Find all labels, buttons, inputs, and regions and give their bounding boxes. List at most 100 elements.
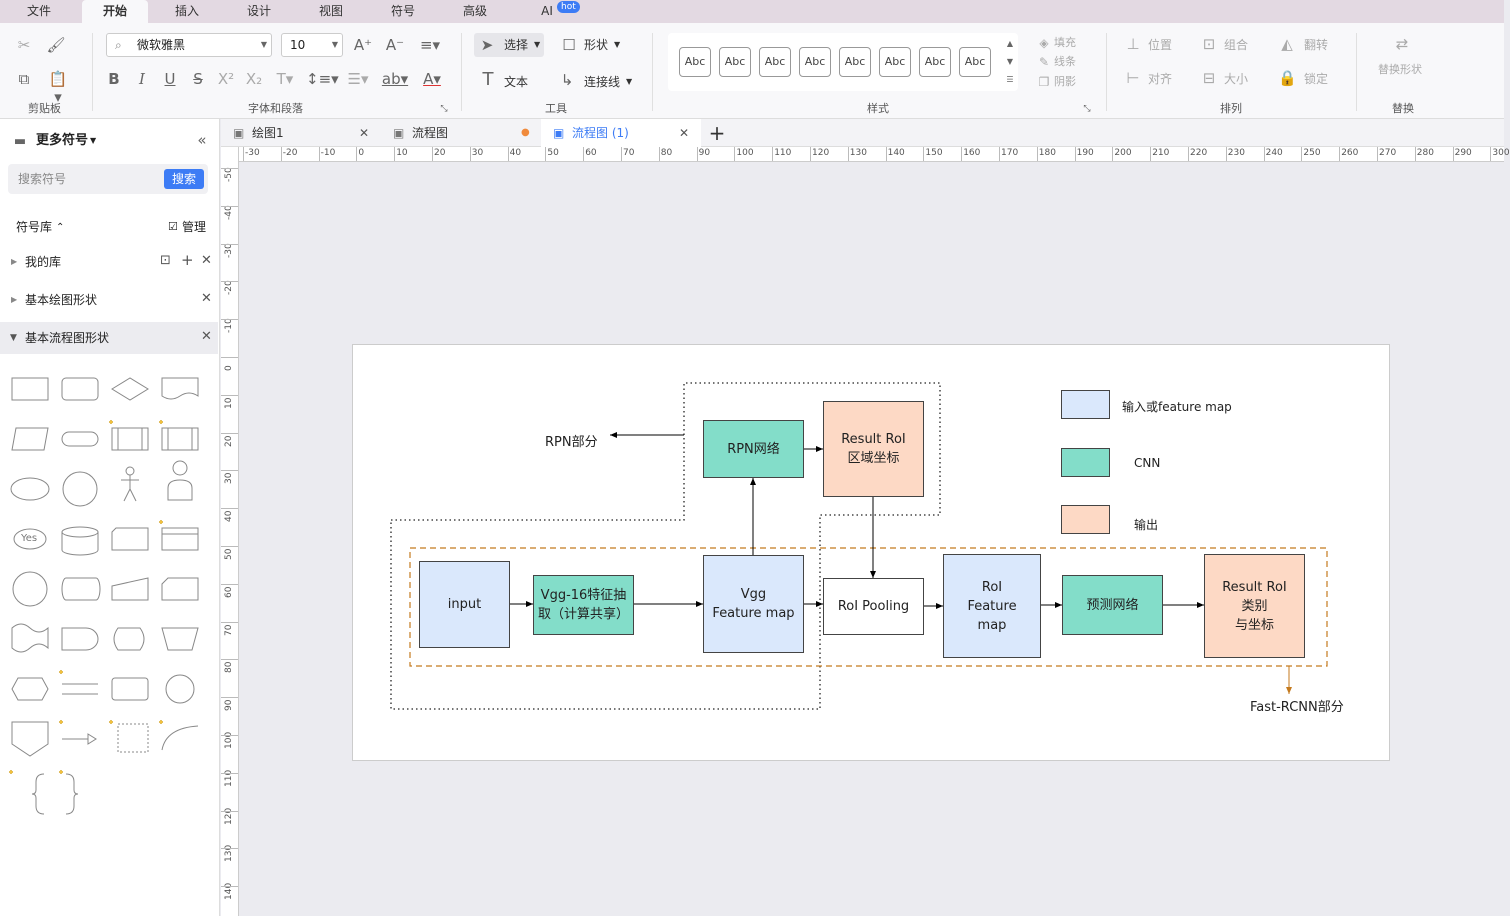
italic-icon[interactable]: I	[139, 70, 145, 88]
library-item-basic-flowchart[interactable]: 基本流程图形状	[25, 331, 110, 345]
doc-tab-flowchart-1[interactable]: ▣ 流程图 (1) ✕	[541, 119, 701, 147]
close-icon[interactable]: ✕	[201, 253, 212, 268]
list-icon[interactable]: ☰▾	[347, 70, 369, 88]
style-preset[interactable]: Abc	[959, 47, 991, 77]
bold-icon[interactable]: B	[108, 70, 120, 88]
shape-palette[interactable]	[0, 364, 218, 815]
cut-icon[interactable]: ✂	[17, 36, 31, 54]
text-tool[interactable]: T 文本	[478, 69, 538, 93]
sidebar-title[interactable]: 更多符号	[36, 133, 89, 148]
select-tool[interactable]: ➤ 选择 ▼	[474, 33, 544, 57]
search-button[interactable]: 搜索	[164, 169, 204, 189]
shape-tool[interactable]: ☐ 形状 ▼	[558, 33, 628, 57]
format-painter-icon[interactable]: 🖌	[46, 36, 66, 54]
underline-icon[interactable]: U	[164, 70, 176, 88]
node-vgg-feature-map[interactable]: Vgg Feature map	[703, 555, 804, 653]
manage-icon[interactable]: ☑	[168, 220, 178, 233]
font-grow-icon[interactable]: A⁺	[353, 36, 373, 54]
doc-tab-drawing1[interactable]: ▣ 绘图1 ✕	[221, 119, 381, 147]
font-family-select[interactable]: ⌕ 微软雅黑 ▼	[106, 33, 272, 57]
legend-swatch-cnn[interactable]	[1061, 448, 1110, 477]
menu-tab-view[interactable]: 视图	[318, 4, 343, 18]
collapse-icon[interactable]: «	[197, 131, 207, 149]
close-icon[interactable]: ✕	[201, 329, 212, 344]
menu-tab-advanced[interactable]: 高级	[462, 4, 487, 18]
add-icon[interactable]: +	[181, 251, 194, 269]
expand-corner-icon[interactable]: ⤡	[440, 104, 448, 114]
style-preset[interactable]: Abc	[679, 47, 711, 77]
label-fast-rcnn-part[interactable]: Fast-RCNN部分	[1250, 700, 1344, 715]
strikethrough-icon[interactable]: S	[193, 70, 203, 88]
menu-tab-symbol[interactable]: 符号	[390, 4, 415, 18]
close-icon[interactable]: ✕	[359, 126, 370, 140]
close-icon[interactable]: ✕	[201, 291, 212, 306]
flip-button[interactable]: ◭ 翻转	[1278, 35, 1342, 55]
export-icon[interactable]: ⊡	[160, 253, 171, 268]
node-roi-feature-map[interactable]: RoI Feature map	[943, 554, 1041, 658]
node-predict-network[interactable]: 预测网络	[1062, 575, 1163, 635]
line-spacing-icon[interactable]: ↕≡▾	[306, 70, 339, 88]
library-item-basic-flowchart-row[interactable]	[0, 322, 218, 354]
node-input[interactable]: input	[419, 561, 510, 648]
connector-tool[interactable]: ↳ 连接线 ▼	[556, 69, 636, 93]
manage-link[interactable]: 管理	[182, 220, 207, 234]
menu-tab-design[interactable]: 设计	[246, 4, 271, 18]
close-icon[interactable]: ✕	[679, 126, 690, 140]
subscript-icon[interactable]: X₂	[245, 70, 263, 88]
font-size-select[interactable]: 10 ▼	[281, 33, 343, 57]
legend-label-cnn[interactable]: CNN	[1134, 456, 1161, 470]
scroll-up-icon[interactable]: ▲	[1006, 39, 1014, 48]
style-preset[interactable]: Abc	[919, 47, 951, 77]
position-button[interactable]: ⊥ 位置	[1124, 35, 1188, 55]
node-rpn[interactable]: RPN网络	[703, 420, 804, 478]
line-button[interactable]: ✎ 线条	[1036, 53, 1096, 71]
legend-label-input[interactable]: 输入或feature map	[1122, 400, 1232, 414]
font-shrink-icon[interactable]: A⁻	[385, 36, 405, 54]
legend-swatch-input[interactable]	[1061, 390, 1110, 419]
legend-label-output[interactable]: 输出	[1134, 518, 1159, 532]
fill-button[interactable]: ◈ 填充	[1036, 34, 1096, 52]
caret-down-icon[interactable]: ▼	[10, 333, 17, 343]
paste-icon[interactable]: 📋▾	[48, 70, 68, 106]
size-button[interactable]: ⊟ 大小	[1200, 69, 1264, 89]
style-preset[interactable]: Abc	[879, 47, 911, 77]
ruler-tick	[1263, 147, 1265, 161]
superscript-icon[interactable]: X²	[217, 70, 235, 88]
menu-tab-file[interactable]: 文件	[26, 4, 51, 18]
group-button[interactable]: ⊡ 组合	[1200, 35, 1264, 55]
new-tab-button[interactable]: +	[708, 121, 726, 145]
caret-right-icon[interactable]: ▶	[11, 295, 18, 304]
library-item-my[interactable]: 我的库	[25, 255, 62, 269]
font-color-icon[interactable]: A▾	[423, 70, 441, 88]
node-roi-pooling[interactable]: RoI Pooling	[823, 578, 924, 635]
copy-icon[interactable]: ⧉	[18, 70, 30, 88]
library-header[interactable]: 符号库	[16, 220, 53, 234]
align-button[interactable]: ⊢ 对齐	[1124, 69, 1188, 89]
text-case-icon[interactable]: T▾	[276, 70, 294, 88]
style-preset[interactable]: Abc	[759, 47, 791, 77]
style-preset[interactable]: Abc	[799, 47, 831, 77]
doc-tab-flowchart[interactable]: ▣ 流程图 ●	[381, 119, 541, 147]
shadow-button[interactable]: ❐ 阴影	[1036, 73, 1096, 91]
replace-shape-button[interactable]: ⇄ 替换形状	[1372, 35, 1432, 83]
style-preset[interactable]: Abc	[719, 47, 751, 77]
highlight-icon[interactable]: ab▾	[381, 70, 409, 88]
expand-corner-icon[interactable]: ⤡	[1083, 104, 1091, 114]
style-preset[interactable]: Abc	[839, 47, 871, 77]
node-result-roi-class[interactable]: Result RoI 类别 与坐标	[1204, 554, 1305, 658]
more-styles-icon[interactable]: ☰	[1006, 75, 1014, 84]
library-item-basic-drawing[interactable]: 基本绘图形状	[25, 293, 98, 307]
chevron-down-icon[interactable]: ▼	[90, 136, 97, 145]
node-vgg16[interactable]: Vgg-16特征抽 取（计算共享）	[533, 575, 634, 635]
lock-button[interactable]: 🔒 锁定	[1278, 69, 1342, 89]
menu-tab-home[interactable]: 开始	[82, 0, 148, 23]
align-icon[interactable]: ≡▾	[419, 36, 441, 54]
legend-swatch-output[interactable]	[1061, 505, 1110, 534]
caret-right-icon[interactable]: ▶	[11, 257, 18, 266]
menu-tab-ai[interactable]: AI	[541, 4, 553, 18]
label-rpn-part[interactable]: RPN部分	[545, 435, 598, 450]
scroll-down-icon[interactable]: ▼	[1006, 57, 1014, 66]
node-result-roi-coords[interactable]: Result RoI 区域坐标	[823, 401, 924, 497]
menu-tab-insert[interactable]: 插入	[174, 4, 199, 18]
chevron-up-icon[interactable]: ⌃	[56, 222, 65, 233]
